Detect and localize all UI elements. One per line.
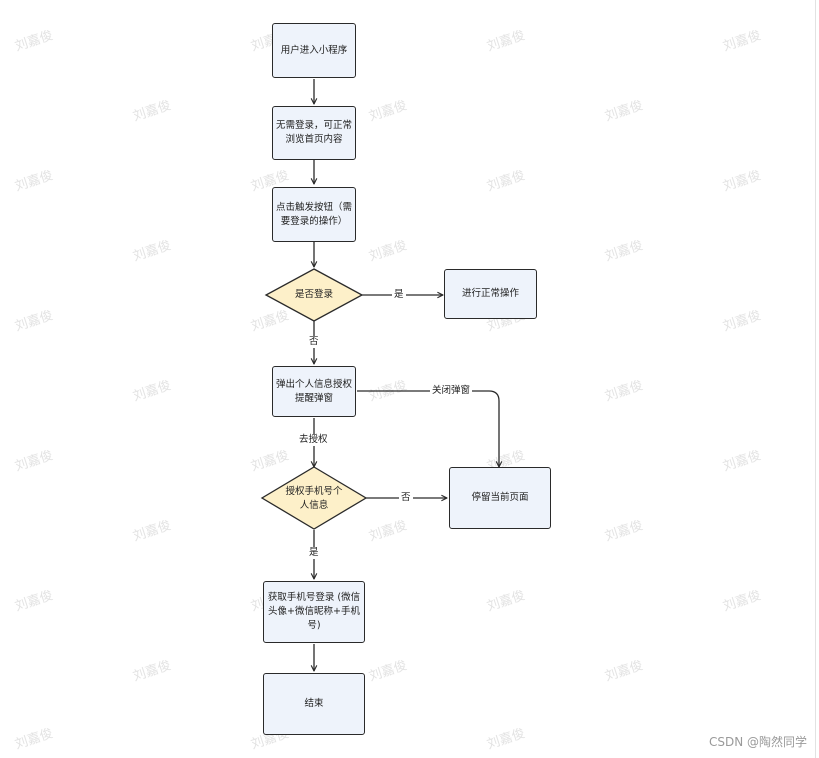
page-edge-divider (815, 0, 816, 758)
edge-label-go-auth: 去授权 (297, 434, 330, 446)
decision-auth-phone-label: 授权手机号个人信息 (285, 486, 343, 511)
node-start: 用户进入小程序 (272, 23, 356, 78)
footer-credit: CSDN @陶然同学 (708, 735, 807, 749)
node-trigger: 点击触发按钮（需要登录的操作） (272, 187, 356, 242)
node-browse: 无需登录，可正常浏览首页内容 (272, 106, 356, 160)
decision-check-login-shape (264, 268, 364, 322)
arrow-popup-to-stay (357, 390, 499, 467)
edge-label-no-login: 否 (307, 336, 321, 348)
decision-auth-phone-shape (260, 466, 368, 530)
edge-label-yes-normal: 是 (392, 289, 406, 301)
decision-check-login-label: 是否登录 (294, 289, 333, 300)
node-normal-op: 进行正常操作 (444, 269, 537, 319)
edge-label-yes-auth: 是 (307, 547, 321, 559)
node-auth-popup: 弹出个人信息授权提醒弹窗 (272, 366, 356, 417)
edge-label-no-auth: 否 (399, 492, 413, 504)
node-end: 结束 (263, 673, 365, 735)
node-stay-page: 停留当前页面 (449, 467, 551, 529)
edge-label-close-popup: 关闭弹窗 (430, 385, 473, 397)
node-get-phone-login: 获取手机号登录 (微信头像+微信昵称+手机号) (263, 581, 365, 643)
